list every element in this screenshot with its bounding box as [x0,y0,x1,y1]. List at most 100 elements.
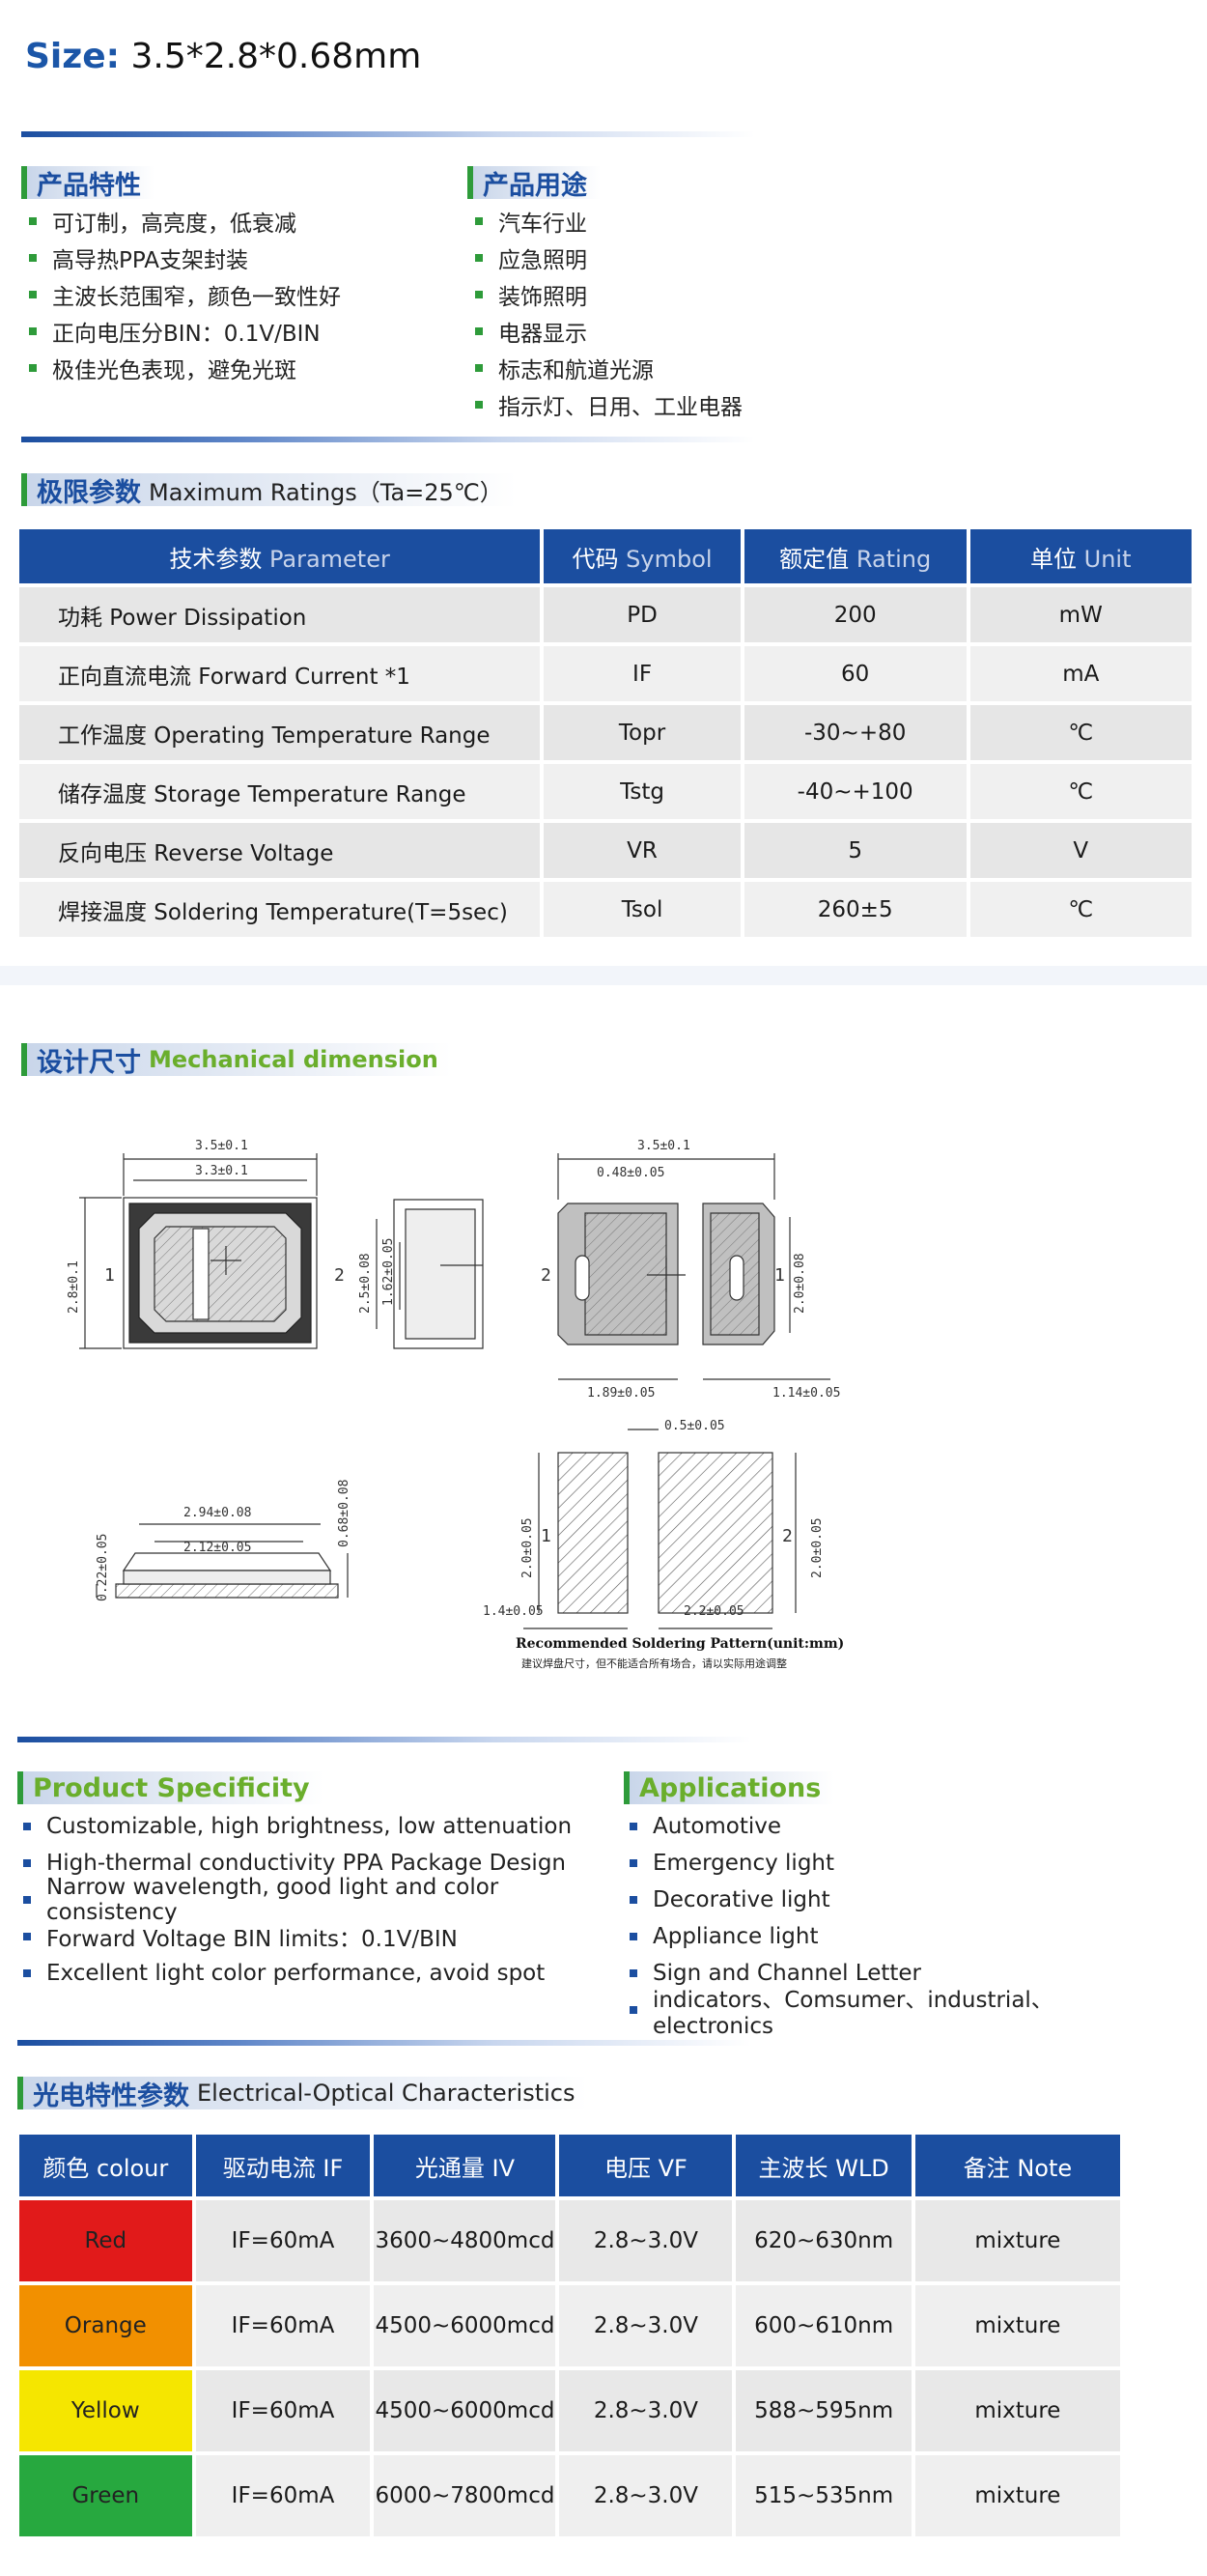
features-title: 产品特性 [37,170,141,201]
ratings-header-cell: 代码 Symbol [544,529,741,583]
section-band [0,966,1207,985]
specificity-item-text: High-thermal conductivity PPA Package De… [46,1851,566,1876]
specificity-list: Customizable, high brightness, low atten… [23,1808,622,1992]
specificity-item-text: Forward Voltage BIN limits：0.1V/BIN [46,1927,458,1952]
specificity-item: High-thermal conductivity PPA Package De… [23,1845,622,1882]
dim-pad-h1: 2.0±0.05 [520,1517,535,1578]
bullet-icon [23,1896,31,1904]
header-en: Unit [1083,545,1132,573]
table-cell: 4500~6000mcd [374,2370,556,2451]
uses-title: 产品用途 [483,170,587,201]
divider [17,1737,751,1742]
table-cell: VR [544,823,741,878]
header-cn: 技术参数 [169,545,263,573]
use-item-text: 标志和航道光源 [498,358,654,383]
table-cell: mixture [914,2455,1120,2536]
table-cell: mixture [914,2200,1120,2281]
table-cell: mA [969,646,1192,701]
header-en: Rating [856,545,932,573]
use-item: 汽车行业 [475,203,900,240]
color-swatch-cell: Red [19,2200,192,2281]
bullet-icon [630,2006,637,2014]
table-cell: V [969,823,1192,878]
electrical-heading: 光电特性参数 Electrical-Optical Characteristic… [17,2075,589,2111]
specificity-item: Narrow wavelength, good light and color … [23,1875,622,1925]
dim-bot-w: 3.5±0.1 [637,1139,690,1153]
electrical-header-cell: 光通量 IV [374,2135,556,2196]
ratings-header-cell: 单位 Unit [969,529,1192,583]
features-list: 可订制，高亮度，低衰减高导热PPA支架封装主波长范围窄，颜色一致性好正向电压分B… [29,203,454,386]
electrical-header-cell: 驱动电流 IF [195,2135,371,2196]
specificity-item-text: Excellent light color performance, avoid… [46,1961,546,1986]
feature-item-text: 正向电压分BIN：0.1V/BIN [52,322,321,347]
ratings-header-cell: 技术参数 Parameter [19,529,541,583]
electrical-header-cell: 颜色 colour [19,2135,192,2196]
bullet-icon [475,401,483,409]
feature-item: 可订制，高亮度，低衰减 [29,203,454,240]
uses-list: 汽车行业应急照明装饰照明电器显示标志和航道光源指示灯、日用、工业电器 [475,203,900,423]
electrical-header-cell: 电压 VF [559,2135,733,2196]
use-item: 应急照明 [475,240,900,276]
table-cell: Topr [544,705,741,760]
table-cell: 200 [744,587,967,642]
bullet-icon [630,1933,637,1940]
table-cell: Tstg [544,764,741,819]
table-cell: 515~535nm [736,2455,912,2536]
use-item: 装饰照明 [475,276,900,313]
table-cell: 工作温度 Operating Temperature Range [19,705,541,760]
table-cell: mW [969,587,1192,642]
ratings-title-en: Maximum Ratings（Ta=25℃） [149,478,503,506]
table-cell: ℃ [969,764,1192,819]
feature-item-text: 高导热PPA支架封装 [52,248,249,273]
dim-pad-l: 1.4±0.05 [483,1604,544,1619]
feature-item: 主波长范围窄，颜色一致性好 [29,276,454,313]
table-cell: 588~595nm [736,2370,912,2451]
use-item-text: 应急照明 [498,248,587,273]
soldering-caption-cn: 建议焊盘尺寸，但不能适合所有场合，请以实际用途调整 [521,1656,787,1670]
application-item: Appliance light [630,1918,1170,1955]
bullet-icon [475,327,483,335]
dim-prof-h2: 0.68±0.08 [337,1480,351,1547]
table-cell: 620~630nm [736,2200,912,2281]
electrical-title-en: Electrical-Optical Characteristics [197,2080,575,2107]
dim-pad-r: 2.2±0.05 [684,1604,744,1619]
dim-pad-gap: 0.5±0.05 [664,1419,725,1433]
dim-top-w1: 3.5±0.1 [195,1139,248,1153]
use-item-text: 装饰照明 [498,285,587,310]
bullet-icon [475,364,483,372]
divider [17,2040,751,2046]
dim-prof-h1: 0.22±0.05 [96,1534,110,1601]
dim-side-h1: 2.5±0.08 [358,1253,373,1314]
bullet-icon [29,217,37,225]
specificity-item: Forward Voltage BIN limits：0.1V/BIN [23,1918,622,1955]
ratings-heading: 极限参数 Maximum Ratings（Ta=25℃） [21,471,517,508]
feature-item: 高导热PPA支架封装 [29,240,454,276]
mech-heading: 设计尺寸 Mechanical dimension [21,1041,452,1078]
table-cell: ℃ [969,882,1192,937]
header-cn: 代码 [572,545,619,573]
table-cell: 3600~4800mcd [374,2200,556,2281]
table-cell: mixture [914,2370,1120,2451]
use-item-text: 指示灯、日用、工业电器 [498,395,743,420]
dim-prof-w2: 2.12±0.05 [183,1541,251,1555]
bullet-icon [475,291,483,298]
electrical-title-cn: 光电特性参数 [33,2081,189,2111]
mechanical-drawing: 3.5±0.1 3.3±0.1 2.8±0.1 1 2 2.5±0.08 1.6… [67,1139,844,1670]
feature-item-text: 极佳光色表现，避免光斑 [52,358,296,383]
feature-item: 正向电压分BIN：0.1V/BIN [29,313,454,350]
bullet-icon [630,1969,637,1977]
dim-side-h2: 1.62±0.05 [381,1238,396,1306]
size-label: Size: [25,37,121,76]
table-cell: Tsol [544,882,741,937]
table-cell: 6000~7800mcd [374,2455,556,2536]
table-cell: 2.8~3.0V [559,2285,733,2366]
